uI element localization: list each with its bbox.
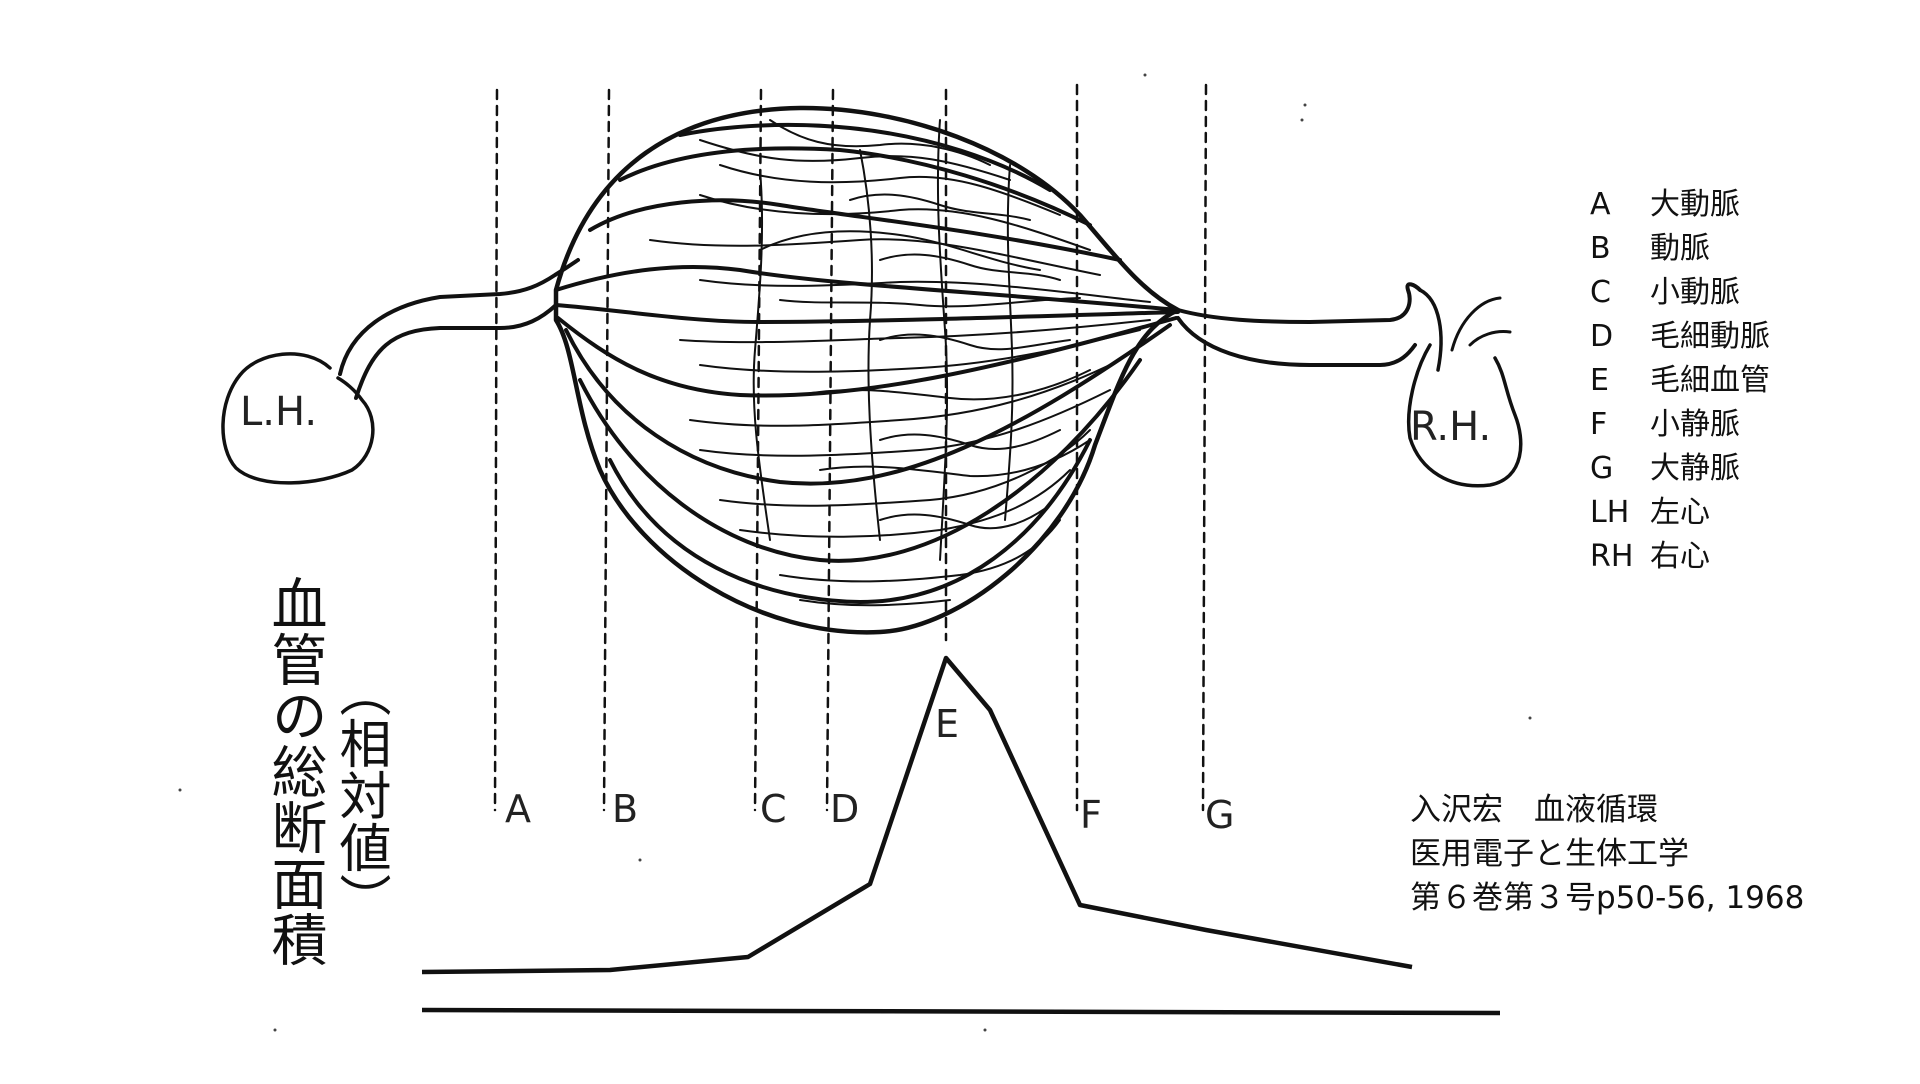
legend-key: LH bbox=[1590, 495, 1630, 530]
axis-label-main: 血管の総断面積 bbox=[262, 575, 327, 967]
section-markers: A B C D E F G bbox=[505, 702, 1234, 837]
legend-item-b: B 動脈 bbox=[1590, 227, 1770, 271]
section-marker-e: E bbox=[935, 702, 959, 746]
legend-label: 毛細動脈 bbox=[1650, 319, 1770, 354]
legend-key: B bbox=[1590, 231, 1611, 266]
cross-section-area-curve bbox=[421, 655, 1413, 975]
citation: 入沢宏 血液循環 医用電子と生体工学 第６巻第３号p50-56, 1968 bbox=[1410, 788, 1804, 920]
right-heart-vessel-upper bbox=[1418, 288, 1443, 372]
legend-item-g: G 大静脈 bbox=[1590, 447, 1770, 491]
legend-key: RH bbox=[1590, 539, 1634, 574]
legend-label: 小動脈 bbox=[1650, 275, 1740, 310]
legend-item-f: F 小静脈 bbox=[1590, 403, 1770, 447]
right-heart-label: R.H. bbox=[1410, 404, 1491, 450]
section-marker-c: C bbox=[760, 787, 787, 831]
legend-label: 動脈 bbox=[1650, 231, 1710, 266]
legend-key: D bbox=[1590, 319, 1614, 354]
right-heart-shape bbox=[1406, 343, 1523, 488]
aorta-vessel-inner bbox=[354, 303, 558, 400]
left-heart-label: L.H. bbox=[240, 389, 317, 435]
legend-label: 左心 bbox=[1650, 495, 1710, 530]
citation-line-2: 医用電子と生体工学 bbox=[1410, 836, 1689, 872]
scan-speckles bbox=[178, 73, 1532, 1032]
baseline-axis bbox=[421, 1007, 1501, 1016]
aorta-vessel bbox=[338, 258, 580, 376]
legend: A 大動脈 B 動脈 C 小動脈 D 毛細動脈 E 毛細血管 F 小静脈 G 大静脈 LH 左心… bbox=[1590, 183, 1770, 579]
section-line-b bbox=[602, 88, 611, 812]
legend-item-a: A 大動脈 bbox=[1590, 183, 1770, 227]
section-marker-a: A bbox=[505, 787, 531, 831]
legend-item-e: E 毛細血管 bbox=[1590, 359, 1770, 403]
legend-key: G bbox=[1590, 451, 1614, 486]
capillary-vessels-thin bbox=[649, 119, 1151, 607]
section-marker-b: B bbox=[612, 787, 638, 831]
legend-label: 大動脈 bbox=[1650, 187, 1740, 222]
legend-key: F bbox=[1590, 407, 1608, 442]
vena-cava-vessel bbox=[1176, 282, 1422, 324]
vena-cava-vessel-lower bbox=[1176, 316, 1417, 367]
section-marker-g: G bbox=[1205, 793, 1234, 837]
left-heart-shape bbox=[221, 352, 375, 485]
section-line-g bbox=[1201, 83, 1208, 812]
legend-label: 毛細血管 bbox=[1650, 363, 1770, 398]
legend-label: 小静脈 bbox=[1650, 407, 1740, 442]
legend-item-rh: RH 右心 bbox=[1590, 535, 1770, 579]
legend-item-lh: LH 左心 bbox=[1590, 491, 1770, 535]
section-line-a bbox=[493, 88, 499, 812]
section-marker-d: D bbox=[830, 787, 859, 831]
section-marker-f: F bbox=[1080, 793, 1102, 837]
legend-key: C bbox=[1590, 275, 1611, 310]
legend-label: 右心 bbox=[1650, 539, 1710, 574]
citation-line-1: 入沢宏 血液循環 bbox=[1410, 792, 1658, 828]
legend-item-c: C 小動脈 bbox=[1590, 271, 1770, 315]
legend-key: A bbox=[1590, 187, 1611, 222]
legend-item-d: D 毛細動脈 bbox=[1590, 315, 1770, 359]
citation-line-3: 第６巻第３号p50-56, 1968 bbox=[1410, 880, 1805, 916]
right-heart-vessel-curl-2 bbox=[1468, 330, 1512, 347]
section-line-d bbox=[825, 88, 835, 812]
legend-label: 大静脈 bbox=[1650, 451, 1740, 486]
legend-key: E bbox=[1590, 363, 1609, 398]
capillary-bed-outline bbox=[553, 105, 1181, 635]
right-heart-vessel-curl bbox=[1450, 296, 1502, 352]
axis-label-sub: （相対値） bbox=[330, 665, 390, 925]
